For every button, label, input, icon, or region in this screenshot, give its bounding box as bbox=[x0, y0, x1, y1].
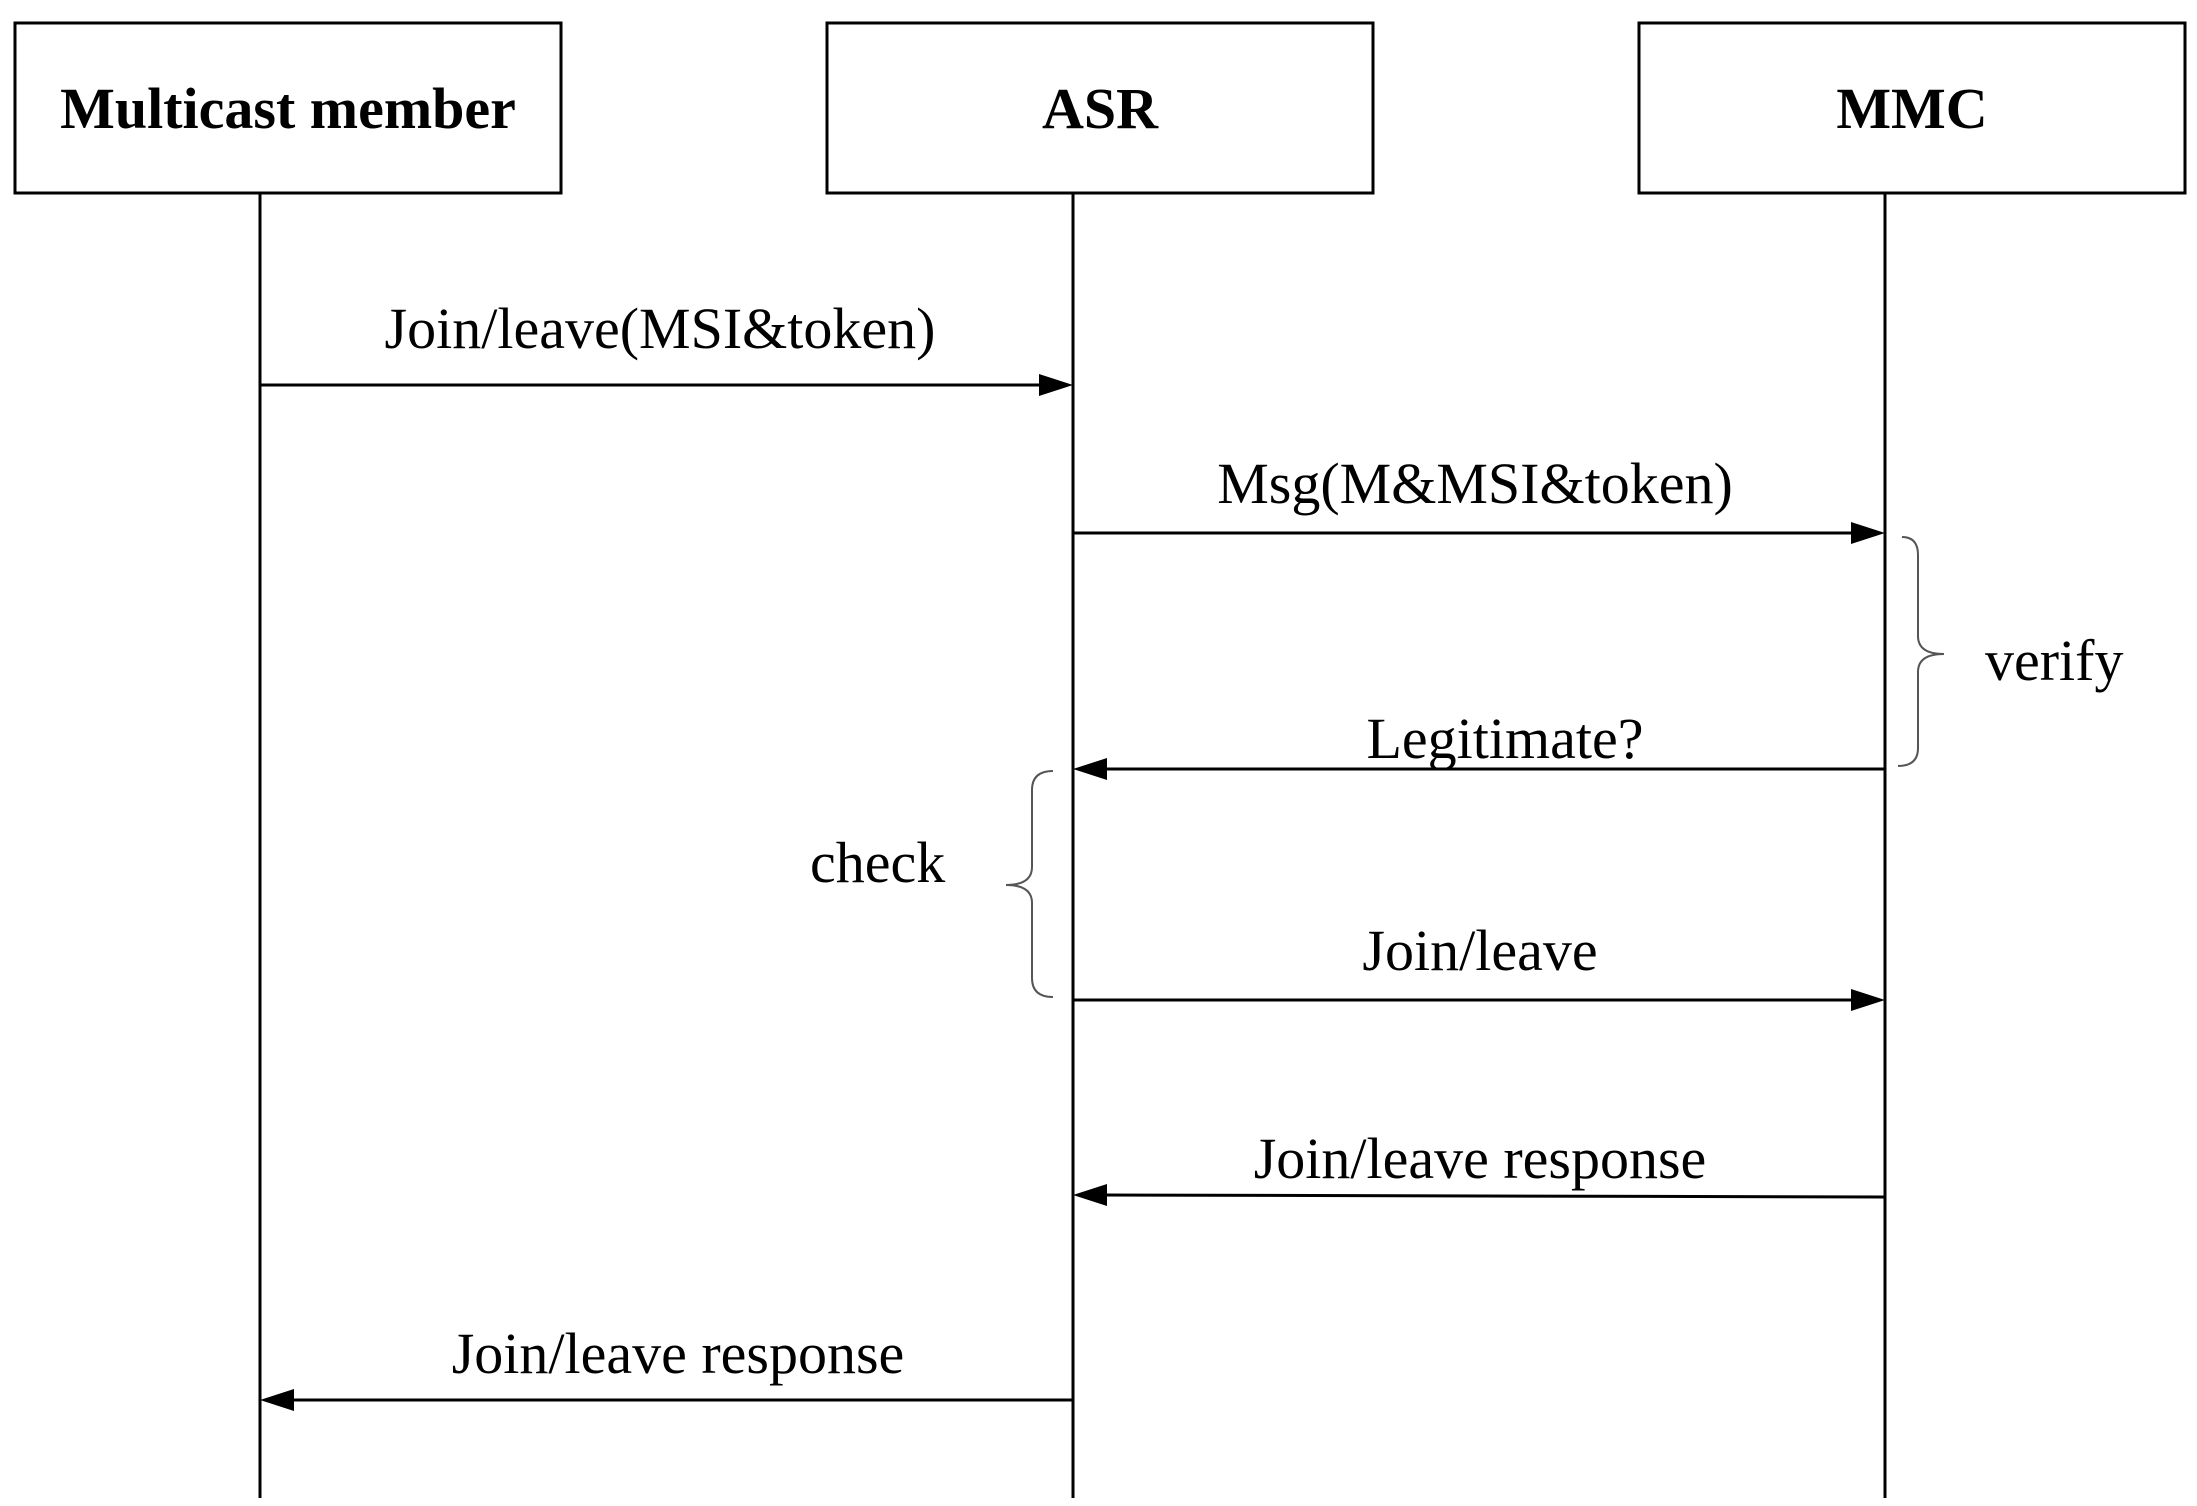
message-label: Join/leave response bbox=[452, 1321, 905, 1386]
arrow-head-icon bbox=[1851, 989, 1885, 1011]
curly-brace-icon bbox=[1005, 770, 1054, 998]
message-join-leave-request: Join/leave(MSI&token) bbox=[260, 296, 1073, 396]
arrow-head-icon bbox=[1039, 374, 1073, 396]
message-label: Join/leave bbox=[1362, 918, 1597, 983]
participant-title: ASR bbox=[1042, 76, 1159, 141]
participant-multicast-member: Multicast member bbox=[13, 21, 563, 1498]
participant-title: Multicast member bbox=[60, 76, 516, 141]
message-join-leave-response-mmc: Join/leave response bbox=[1073, 1126, 1886, 1206]
participant-mmc: MMC bbox=[1637, 21, 2187, 1498]
message-join-leave-forward: Join/leave bbox=[1073, 918, 1885, 1011]
message-label: Msg(M&MSI&token) bbox=[1217, 451, 1733, 516]
message-label: Legitimate? bbox=[1367, 706, 1644, 771]
participant-box bbox=[825, 21, 1375, 195]
participant-box bbox=[1637, 21, 2187, 195]
arrow-head-icon bbox=[1073, 1184, 1107, 1206]
message-legitimate: Legitimate? bbox=[1073, 706, 1885, 780]
arrow-head-icon bbox=[1073, 758, 1107, 780]
participant-box bbox=[13, 21, 563, 195]
note-check: check bbox=[810, 770, 1054, 998]
arrow-head-icon bbox=[1851, 522, 1885, 544]
note-verify: verify bbox=[1897, 536, 2124, 767]
note-label: verify bbox=[1985, 628, 2124, 693]
participant-asr: ASR bbox=[825, 21, 1375, 1498]
message-arrow-line bbox=[1102, 1193, 1886, 1199]
message-msg-forward: Msg(M&MSI&token) bbox=[1073, 451, 1885, 544]
participant-title: MMC bbox=[1836, 76, 1987, 141]
curly-brace-icon bbox=[1897, 536, 1945, 767]
note-label: check bbox=[810, 830, 945, 895]
arrow-head-icon bbox=[260, 1389, 294, 1411]
message-label: Join/leave response bbox=[1254, 1126, 1707, 1191]
message-join-leave-response-asr: Join/leave response bbox=[260, 1321, 1073, 1411]
message-label: Join/leave(MSI&token) bbox=[385, 296, 936, 361]
